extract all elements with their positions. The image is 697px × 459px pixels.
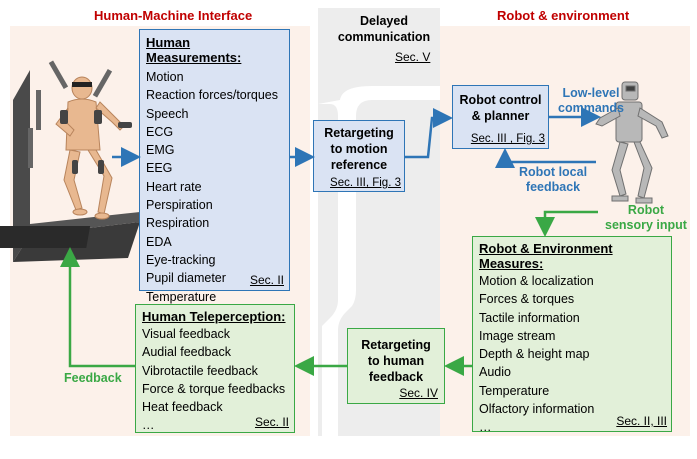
teleperception-list: Visual feedback Audial feedback Vibrotac…: [142, 325, 294, 435]
teleperception-item: Heat feedback: [142, 400, 223, 415]
header-human-machine-interface: Human-Machine Interface: [94, 8, 253, 23]
arrow-teleperception-to-human: [60, 247, 135, 368]
retargeting-motion-box: Retargeting to motion reference Sec. III…: [313, 120, 405, 192]
arrow-robot-sensory-input: [535, 210, 598, 237]
teleperception-item: Visual feedback: [142, 327, 231, 341]
robot-sensory-line2: sensory input: [605, 218, 687, 232]
env-item: …: [479, 420, 492, 435]
retarget-motion-sec: Sec. III, Fig. 3: [330, 177, 401, 189]
measure-item: EEG: [146, 161, 173, 176]
robot-local-line1: Robot local: [519, 165, 588, 179]
measure-item: Motion: [146, 70, 184, 84]
robot-control-sec: Sec. III , Fig. 3: [470, 133, 545, 145]
header-robot-environment: Robot & environment: [497, 8, 630, 23]
retarget-human-line3: feedback: [368, 370, 424, 384]
robot-env-sec: Sec. II, III: [616, 414, 667, 428]
measure-item: Heart rate: [146, 179, 202, 194]
teleperception-item: …: [142, 418, 155, 433]
feedback-label: Feedback: [64, 371, 122, 385]
robot-control-line1: Robot control: [459, 93, 542, 107]
retarget-motion-line2: to motion: [330, 142, 388, 156]
exo-attachments: [60, 110, 132, 174]
teleperception-item: Audial feedback: [142, 345, 231, 360]
measure-item: EDA: [146, 234, 172, 249]
retarget-motion-text: Retargeting to motion reference: [314, 125, 404, 173]
robot-environment-measures-box: Robot & Environment Measures: Motion & l…: [472, 236, 672, 434]
human-measurements-title: Human Measurements:: [146, 35, 242, 65]
env-item: Audio: [479, 365, 511, 380]
env-item: Motion & localization: [479, 274, 594, 288]
measure-item: Perspiration: [146, 198, 213, 213]
retarget-motion-line3: reference: [330, 158, 388, 172]
delayed-sec: Sec. V: [395, 50, 431, 64]
arrow-retarget-to-control: [405, 108, 453, 159]
robot-env-title-line1: Robot & Environment: [479, 241, 613, 256]
robot-sensory-line1: Robot: [627, 203, 665, 217]
measure-item: Speech: [146, 106, 189, 121]
retarget-human-line2: to human: [367, 354, 425, 368]
env-item: Olfactory information: [479, 402, 595, 417]
retarget-human-sec: Sec. IV: [399, 386, 438, 400]
delayed-line2: communication: [337, 30, 431, 44]
robot-local-feedback-label: Robot local feedback: [519, 165, 587, 195]
teleperception-title: Human Teleperception:: [142, 309, 286, 324]
retargeting-human-box: Retargeting to human feedback Sec. IV: [347, 328, 445, 404]
env-item: Tactile information: [479, 310, 580, 325]
robot-env-list: Motion & localization Forces & torques T…: [479, 272, 671, 437]
robot-control-line2: & planner: [471, 109, 530, 123]
robot-local-line2: feedback: [525, 180, 581, 194]
measure-item: ECG: [146, 124, 174, 139]
robot-sensory-input-label: Robot sensory input: [605, 203, 687, 233]
retarget-human-text: Retargeting to human feedback: [348, 337, 444, 385]
exoskeleton-frame: [0, 60, 140, 262]
measure-item: EMG: [146, 143, 175, 158]
low-level-line1: Low-level: [562, 86, 620, 100]
env-item: Forces & torques: [479, 292, 575, 307]
env-item: Depth & height map: [479, 347, 590, 362]
robot-control-box: Robot control & planner Sec. III , Fig. …: [452, 85, 549, 149]
human-measurements-sec: Sec. II: [249, 273, 284, 287]
arrow-robot-local-feedback: [495, 148, 596, 168]
delayed-line1: Delayed: [360, 14, 408, 28]
measure-item: Reaction forces/torques: [146, 88, 279, 103]
robot-env-title-line2: Measures:: [479, 256, 544, 271]
measure-item: Eye-tracking: [146, 252, 216, 267]
teleperception-sec: Sec. II: [254, 415, 289, 429]
env-item: Temperature: [479, 383, 550, 398]
retarget-human-line1: Retargeting: [361, 338, 431, 352]
measure-item: Respiration: [146, 216, 210, 231]
human-teleperception-box: Human Teleperception: Visual feedback Au…: [135, 304, 295, 433]
teleperception-item: Force & torque feedbacks: [142, 381, 286, 396]
delayed-communication-title: Delayed communication: [336, 13, 432, 45]
env-item: Image stream: [479, 328, 556, 343]
human-measurements-box: Human Measurements: Motion Reaction forc…: [139, 29, 290, 322]
human-body: [55, 76, 125, 220]
measure-item: Pupil diameter: [146, 271, 226, 286]
measure-item: Temperature: [146, 289, 217, 304]
teleperception-item: Vibrotactile feedback: [142, 363, 258, 378]
retarget-motion-line1: Retargeting: [324, 126, 394, 140]
robot-control-text: Robot control & planner: [453, 92, 548, 124]
